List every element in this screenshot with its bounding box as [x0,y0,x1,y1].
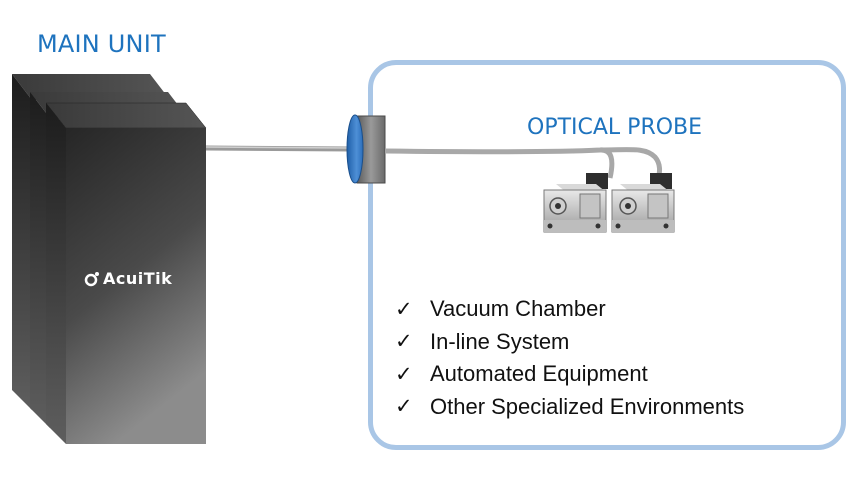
list-item: ✓ In-line System [395,326,744,359]
brand-logo: AcuiTik [84,269,172,288]
brand-mark-icon [84,271,99,286]
brand-name: AcuiTik [103,269,173,288]
check-icon: ✓ [395,330,413,354]
environment-label: In-line System [430,328,570,354]
feedthrough-flange [346,114,386,184]
optical-probe-left [543,173,608,233]
environment-label: Other Specialized Environments [430,393,745,419]
check-icon: ✓ [395,362,413,386]
list-item: ✓ Automated Equipment [395,358,744,391]
main-unit-graphic [12,74,207,444]
environment-label: Automated Equipment [430,361,648,387]
fiber-cable [205,145,353,152]
check-icon: ✓ [395,297,413,321]
environment-list: ✓ Vacuum Chamber ✓ In-line System ✓ Auto… [395,293,744,423]
main-unit-label: MAIN UNIT [37,30,166,58]
list-item: ✓ Vacuum Chamber [395,293,744,326]
list-item: ✓ Other Specialized Environments [395,391,744,424]
environment-boundary [368,60,846,450]
environment-label: Vacuum Chamber [430,296,606,322]
probe-cable [384,147,615,179]
check-icon: ✓ [395,395,413,419]
optical-probe-label: OPTICAL PROBE [527,115,703,140]
optical-probe-right [611,173,675,233]
